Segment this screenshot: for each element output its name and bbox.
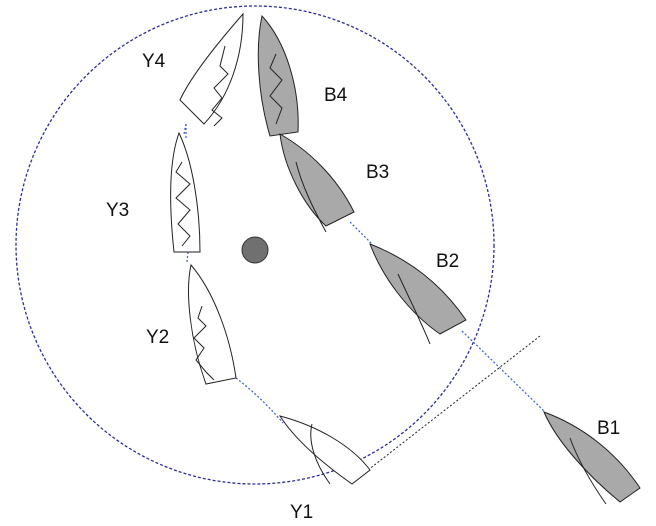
label-y3: Y3: [106, 200, 129, 221]
sail-y1: [310, 423, 331, 485]
sail-b2: [397, 273, 431, 345]
boat-b2: [369, 243, 467, 345]
sail-y4: [211, 45, 229, 127]
boat-y1: [278, 415, 371, 485]
boat-b1: [543, 411, 641, 505]
boat-b4: [257, 14, 299, 137]
label-y2: Y2: [146, 327, 169, 348]
label-y1: Y1: [290, 502, 313, 523]
sail-b1: [569, 437, 607, 505]
label-y4: Y4: [142, 51, 166, 72]
sail-y2: [193, 305, 215, 381]
boat-y4: [179, 12, 244, 127]
boat-b3: [279, 133, 355, 233]
label-b4: B4: [324, 85, 348, 106]
label-b2: B2: [436, 251, 459, 272]
overlap-line: [367, 335, 541, 471]
sail-y3: [175, 161, 191, 247]
label-b1: B1: [597, 418, 620, 439]
sail-b3: [295, 161, 327, 233]
sail-b4: [269, 53, 283, 125]
boat-y2: [188, 263, 237, 385]
yellow-track-line: [183, 123, 284, 424]
label-b3: B3: [366, 162, 389, 183]
zone-circle: [15, 5, 495, 485]
boat-y3: [170, 131, 201, 253]
blue-track-line: [349, 221, 546, 413]
mark-buoy: [241, 236, 269, 264]
